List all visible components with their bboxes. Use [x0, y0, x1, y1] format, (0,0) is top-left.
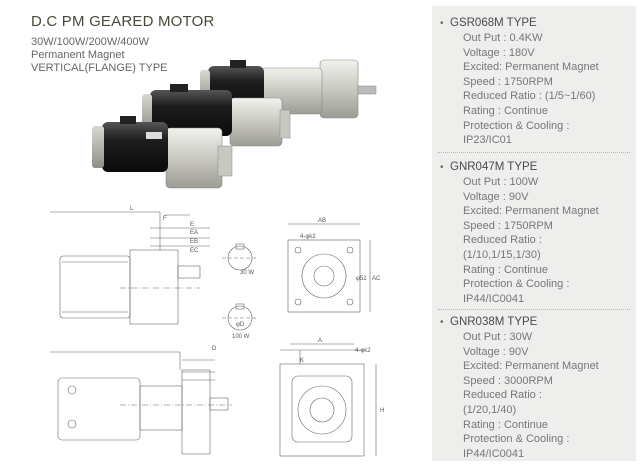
drawing-side-view-top — [50, 211, 210, 325]
spec-block-gnr047m: •GNR047M TYPE Out Put : 100W Voltage : 9… — [440, 160, 630, 306]
spec-block-gsr068m: •GSR068M TYPE Out Put : 0.4KW Voltage : … — [440, 16, 630, 148]
spec-line: Out Put : 100W — [463, 176, 539, 188]
bullet-icon: • — [440, 18, 444, 29]
drawing-front-view-top — [287, 223, 371, 313]
spec-divider — [438, 152, 630, 153]
dim-label-d: D — [212, 346, 217, 352]
dim-label-l: L — [130, 206, 134, 212]
spec-line: Rating : Continue — [463, 104, 548, 117]
product-area: D.C PM GEARED MOTOR 30W/100W/200W/400W P… — [31, 13, 384, 457]
spec-line: Rating : Continue — [463, 418, 548, 431]
spec-line: IP23/IC01 — [463, 134, 512, 147]
spec-line: Protection & Cooling : — [463, 119, 570, 132]
spec-line: Voltage : 90V — [463, 190, 529, 203]
dim-label-ac: AC — [372, 276, 381, 282]
spec-line: Reduced Ratio : — [463, 389, 542, 402]
spec-type-heading: •GNR038M TYPE — [440, 316, 538, 328]
dim-label-h: H — [380, 408, 384, 414]
motor-small — [92, 116, 233, 189]
dim-label-hole-bottom: 4-φk2 — [355, 348, 371, 354]
motor-medium — [142, 84, 291, 147]
spec-line: (1/10,1/15,1/30) — [463, 248, 541, 261]
bullet-icon: • — [440, 317, 444, 328]
dim-label-dia-top: φ52 — [356, 276, 367, 282]
dim-label-f: F — [163, 216, 167, 222]
spec-line: Rating : Continue — [463, 263, 548, 276]
spec-block-gnr038m: •GNR038M TYPE Out Put : 30W Voltage : 90… — [440, 315, 630, 461]
subtitle-line: Permanent Magnet — [31, 49, 125, 61]
dim-label-ea: EA — [190, 230, 198, 236]
page-title: D.C PM GEARED MOTOR — [31, 13, 215, 30]
spec-line: IP44/IC0041 — [463, 292, 525, 305]
spec-line: Protection & Cooling : — [463, 433, 570, 446]
spec-line: Reduced Ratio : (1/5~1/60) — [463, 90, 596, 103]
drawing-front-view-bottom — [279, 343, 377, 457]
spec-line: Protection & Cooling : — [463, 278, 570, 291]
spec-line: Voltage : 90V — [463, 345, 529, 358]
spec-line: Reduced Ratio : — [463, 234, 542, 247]
subtitle-line: 30W/100W/200W/400W — [31, 36, 149, 48]
product-subtitle: 30W/100W/200W/400W Permanent Magnet VERT… — [31, 36, 231, 75]
dim-label-a: A — [318, 338, 322, 344]
drawing-shaft-sections — [222, 243, 258, 331]
spec-type-heading: •GSR068M TYPE — [440, 17, 537, 29]
spec-line: (1/20,1/40) — [463, 403, 517, 416]
dim-label-ec: EC — [190, 248, 199, 254]
spec-line: Excited: Permanent Magnet — [463, 360, 599, 373]
spec-line: Speed : 3000RPM — [463, 374, 553, 387]
spec-line: Voltage : 180V — [463, 46, 535, 59]
dim-label-eb: EB — [190, 239, 198, 245]
bullet-icon: • — [440, 162, 444, 173]
spec-line: Speed : 1750RPM — [463, 219, 553, 232]
dim-label-30w: 30 W — [240, 270, 254, 276]
spec-line: Out Put : 30W — [463, 331, 533, 343]
spec-type-heading: •GNR047M TYPE — [440, 161, 538, 173]
dim-label-ab: AB — [318, 218, 326, 224]
spec-line: Speed : 1750RPM — [463, 75, 553, 88]
dim-label-hole-top: 4-φk2 — [300, 234, 316, 240]
subtitle-line: VERTICAL(FLANGE) TYPE — [31, 62, 168, 74]
drawing-side-view-bottom — [50, 351, 232, 455]
spec-line: IP44/IC0041 — [463, 447, 525, 460]
dimension-drawings: L F E EA EB EC 30 W 100 W AB 4-φk2 φ52 A… — [50, 206, 384, 457]
dim-label-k: K — [300, 358, 304, 364]
spec-line: Excited: Permanent Magnet — [463, 61, 599, 74]
spec-panel: •GSR068M TYPE Out Put : 0.4KW Voltage : … — [432, 6, 636, 461]
dim-label-dia-d: φD — [236, 322, 245, 328]
dim-label-e: E — [190, 222, 194, 228]
spec-divider — [438, 309, 630, 310]
dim-label-100w: 100 W — [232, 334, 250, 340]
product-photo — [92, 59, 377, 189]
spec-line: Out Put : 0.4KW — [463, 32, 543, 44]
spec-line: Excited: Permanent Magnet — [463, 205, 599, 218]
